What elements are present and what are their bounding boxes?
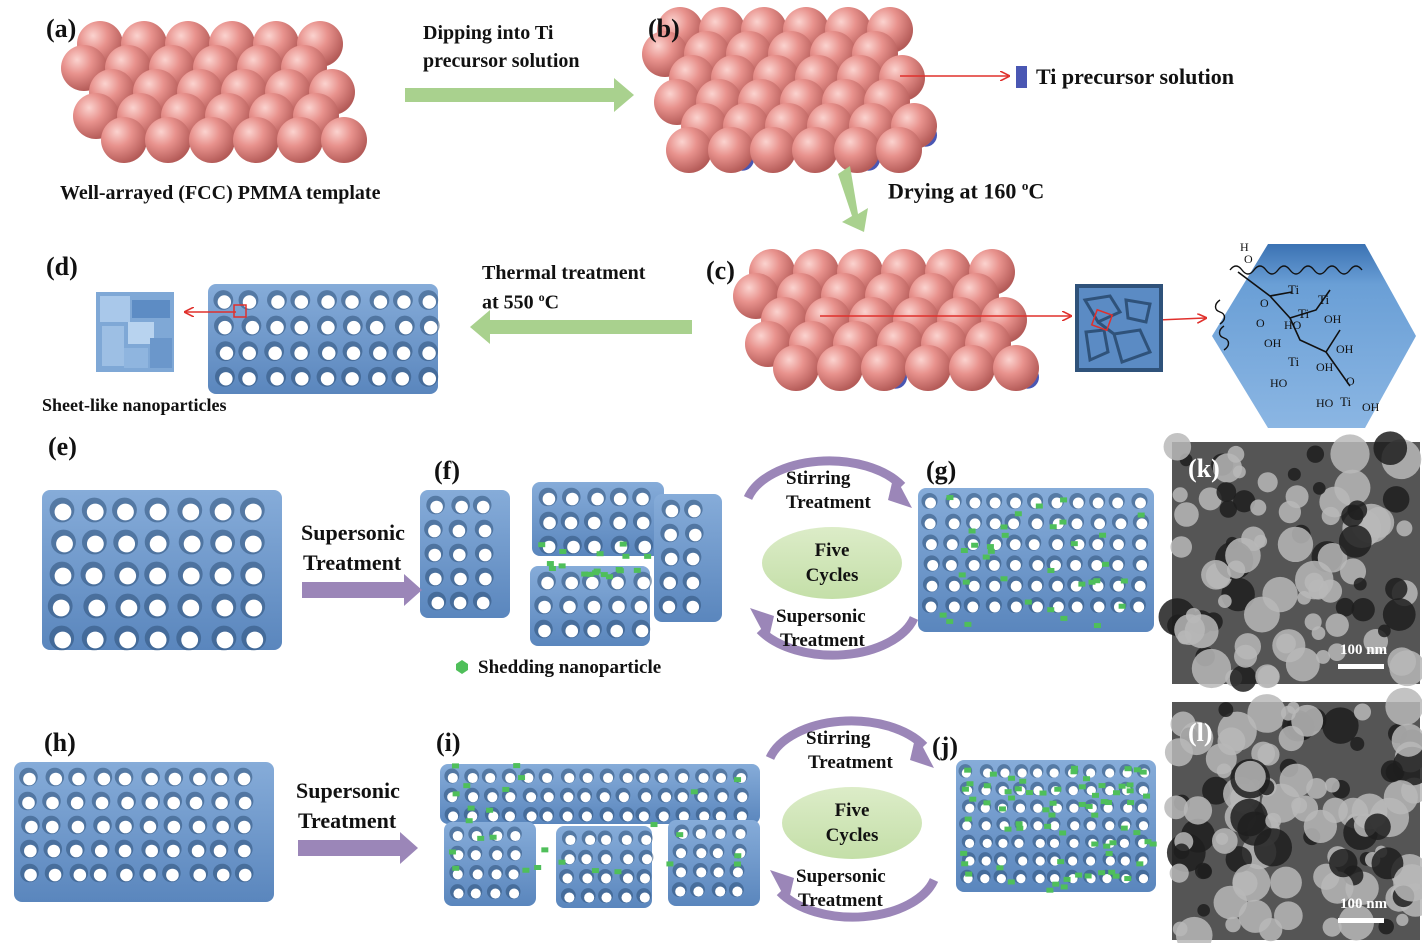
panel-label-j: (j) xyxy=(932,732,958,761)
row-e-stirring-line1: Stirring xyxy=(786,468,851,489)
row-e-cycle-supersonic-line1: Supersonic xyxy=(776,606,866,627)
fragmented-framework-f xyxy=(420,482,722,646)
five-cycles-oval-e xyxy=(762,527,902,599)
arrow-drying xyxy=(838,166,868,232)
panel-label-l: (l) xyxy=(1188,718,1213,747)
caption-sheet-like: Sheet-like nanoparticles xyxy=(42,395,227,415)
row-e-supersonic-line1: Supersonic xyxy=(301,520,405,545)
caption-dipping-line2: precursor solution xyxy=(423,50,580,72)
five-cycles-oval-h xyxy=(782,787,922,859)
caption-shedding: Shedding nanoparticle xyxy=(478,657,662,678)
zoom-box-d xyxy=(233,304,247,318)
pmma-template-spheres xyxy=(61,21,367,163)
chem-ho-2: HO xyxy=(1270,376,1288,390)
row-h-stirring-line2: Treatment xyxy=(808,752,893,773)
arrow-thermal xyxy=(470,310,692,344)
framework-e xyxy=(42,490,282,651)
fragmented-framework-g xyxy=(918,488,1154,632)
caption-thermal-line1: Thermal treatment xyxy=(482,262,646,284)
panel-label-d: (d) xyxy=(46,252,78,281)
sem-image-k xyxy=(1158,431,1422,692)
cycle-arrows-h xyxy=(765,716,939,922)
fragmented-framework-i xyxy=(440,763,760,908)
chem-ti-3: Ti xyxy=(1298,306,1310,321)
chem-o-2: O xyxy=(1260,296,1269,310)
chem-ti-4: Ti xyxy=(1288,354,1300,369)
sem-image-l xyxy=(1164,687,1422,943)
arrow-dipping xyxy=(405,78,634,112)
precursor-infiltrated-spheres xyxy=(642,7,937,173)
chem-ti-1: Ti xyxy=(1288,282,1300,297)
row-e-cycle-supersonic-line2: Treatment xyxy=(780,630,865,651)
framework-h xyxy=(14,762,274,902)
sem-l-scale-label: 100 nm xyxy=(1340,896,1388,912)
shedding-legend-marker xyxy=(456,660,468,674)
fragmented-framework-j xyxy=(956,760,1157,893)
sheet-like-nanoparticle-image xyxy=(96,292,174,372)
chem-o-4: O xyxy=(1346,374,1355,388)
row-e-oval-line2: Cycles xyxy=(805,565,859,586)
inverse-opal-framework-d xyxy=(208,284,440,394)
chem-oh-4: OH xyxy=(1316,360,1334,374)
row-h-supersonic-line1: Supersonic xyxy=(296,778,400,803)
chem-ho-1: HO xyxy=(1284,318,1302,332)
row-h-cycle-supersonic-line2: Treatment xyxy=(798,890,883,911)
ti-legend-swatch xyxy=(1016,66,1027,88)
row-h-oval-line2: Cycles xyxy=(825,825,879,846)
caption-thermal-line2: at 550 oC xyxy=(482,290,560,314)
panel-label-g: (g) xyxy=(926,456,957,485)
caption-dipping-line1: Dipping into Ti xyxy=(423,22,554,44)
arrow-supersonic-e xyxy=(302,574,422,606)
chem-oh-3: OH xyxy=(1336,342,1354,356)
panel-label-i: (i) xyxy=(436,728,461,757)
row-h-supersonic-line2: Treatment xyxy=(298,808,397,833)
row-h-stirring-line1: Stirring xyxy=(806,728,871,749)
panel-label-f: (f) xyxy=(434,456,460,485)
row-e-oval-line1: Five xyxy=(814,540,850,561)
dried-template-spheres xyxy=(733,249,1039,391)
row-h-oval-line1: Five xyxy=(834,800,870,821)
row-h-cycle-supersonic-line1: Supersonic xyxy=(796,866,886,887)
chem-h: H xyxy=(1240,240,1249,254)
chem-ho-3: HO xyxy=(1316,396,1334,410)
row-e-stirring-line2: Treatment xyxy=(786,492,871,513)
chemical-structure-hexagon xyxy=(1212,244,1416,428)
sem-k-scale-label: 100 nm xyxy=(1340,642,1388,658)
panel-label-h: (h) xyxy=(44,728,76,757)
zoomed-network-square xyxy=(1075,284,1163,372)
panel-label-c: (c) xyxy=(706,256,735,285)
panel-label-k: (k) xyxy=(1188,454,1220,483)
arrow-supersonic-h xyxy=(298,832,418,864)
chem-oh-5: OH xyxy=(1362,400,1380,414)
cycle-arrows-e xyxy=(743,456,919,660)
chem-oh-2: OH xyxy=(1264,336,1282,350)
panel-label-e: (e) xyxy=(48,432,77,461)
chem-ti-5: Ti xyxy=(1340,394,1352,409)
chem-o-1: O xyxy=(1244,252,1253,266)
caption-ti-legend: Ti precursor solution xyxy=(1036,64,1235,89)
row-e-supersonic-line2: Treatment xyxy=(303,550,402,575)
panel-label-a: (a) xyxy=(46,14,77,43)
caption-pmma-template: Well-arrayed (FCC) PMMA template xyxy=(60,182,381,204)
chem-o-3: O xyxy=(1256,316,1265,330)
chem-ti-2: Ti xyxy=(1318,292,1330,307)
chem-oh-1: OH xyxy=(1324,312,1342,326)
caption-drying: Drying at 160 oC xyxy=(888,178,1045,204)
panel-label-b: (b) xyxy=(648,14,680,43)
